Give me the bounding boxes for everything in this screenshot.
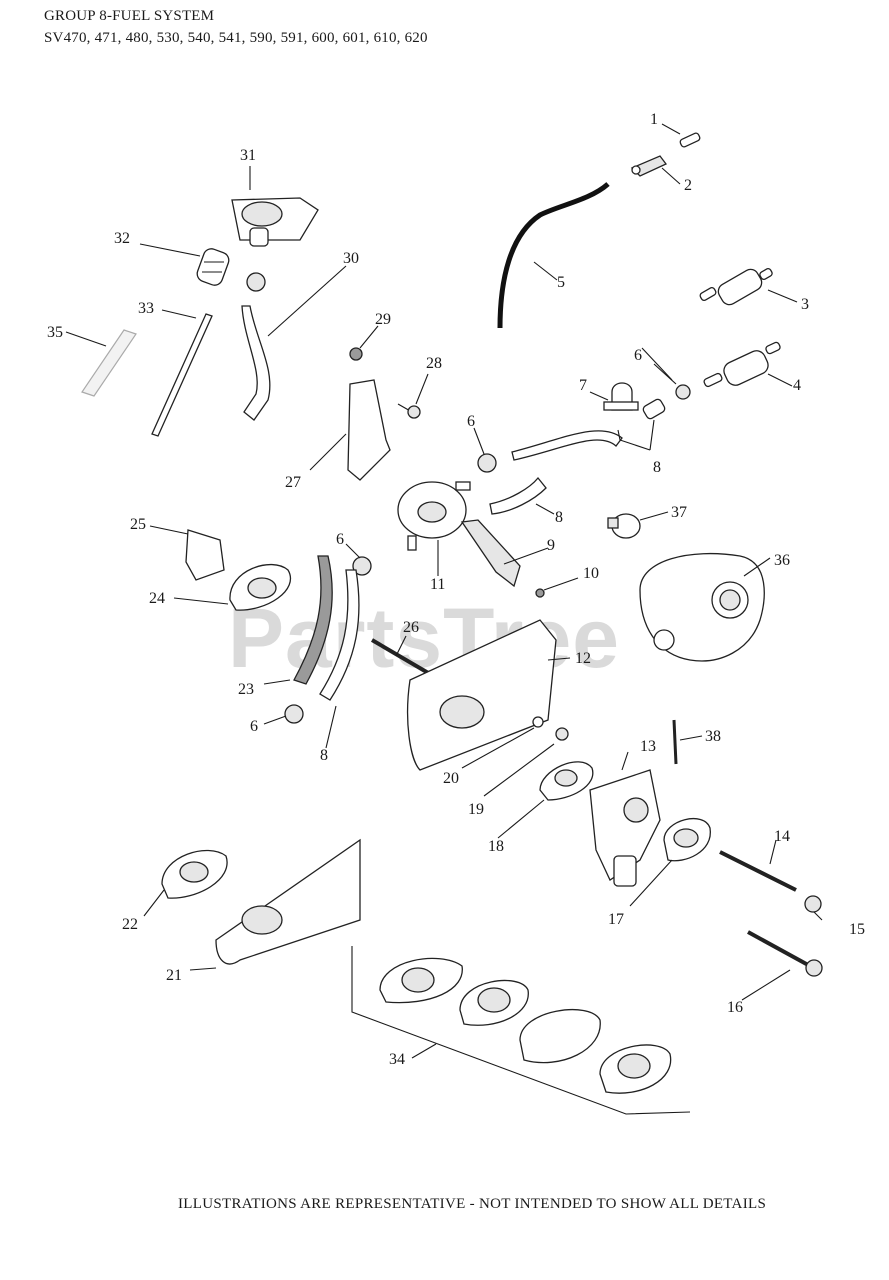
callout-15: 15 [849,921,865,938]
part-38-pin[interactable] [672,719,678,765]
part-20-washer[interactable] [532,716,544,728]
callout-4: 4 [793,377,801,394]
callout-6-b: 6 [467,413,475,430]
callout-5: 5 [557,274,565,291]
model-list: SV470, 471, 480, 530, 540, 541, 590, 591… [44,30,428,46]
callout-labels: 1 2 3 4 5 6 6 6 6 7 8 8 8 9 10 11 12 13 … [47,111,865,1068]
callout-7: 7 [579,377,587,394]
callout-30: 30 [343,250,359,267]
part-35-sleeve[interactable] [81,329,137,397]
part-6-clamp-e[interactable] [284,704,304,724]
callout-9: 9 [547,537,555,554]
callout-26: 26 [403,619,419,636]
part-27-bracket[interactable] [347,379,391,481]
part-8-hose-long[interactable] [511,430,623,461]
part-8-hose-short[interactable] [642,398,666,420]
part-36-carburetor-body[interactable] [639,553,765,662]
callout-17: 17 [608,911,624,928]
callout-8-b: 8 [555,509,563,526]
callout-34: 34 [389,1051,405,1068]
part-3-fuel-filter[interactable] [699,266,773,307]
callout-21: 21 [166,967,182,984]
callout-35: 35 [47,324,63,341]
callout-29: 29 [375,311,391,328]
part-2-fitting[interactable] [630,155,668,177]
callout-13: 13 [640,738,656,755]
callout-37: 37 [671,504,687,521]
callout-11: 11 [430,576,445,593]
callout-10: 10 [583,565,599,582]
part-33-tube[interactable] [151,313,213,437]
part-14-stud[interactable] [719,850,797,892]
callout-6-d: 6 [250,718,258,735]
part-5-fuel-line[interactable] [497,182,610,329]
part-12-air-intake[interactable] [406,619,557,771]
part-22-gasket[interactable] [161,849,228,899]
part-25-bracket[interactable] [185,529,225,581]
callout-36: 36 [774,552,790,569]
part-17-gasket[interactable] [663,818,711,862]
part-8-hose-pump[interactable] [489,476,547,515]
callout-25: 25 [130,516,146,533]
part-18-gasket[interactable] [539,761,594,801]
part-15-nut[interactable] [804,895,822,913]
callout-2: 2 [684,177,692,194]
part-9-bracket[interactable] [460,519,521,588]
part-29-screw[interactable] [349,347,363,361]
part-7-clip[interactable] [603,382,639,411]
callout-18: 18 [488,838,504,855]
part-26-stud[interactable] [370,638,432,676]
callout-8-c: 8 [320,747,328,764]
callout-12: 12 [575,650,591,667]
part-28-bolt[interactable] [397,403,421,419]
part-23-hose[interactable] [293,555,333,685]
callout-23: 23 [238,681,254,698]
part-6-clamp[interactable] [675,384,691,400]
callout-1: 1 [650,111,658,128]
part-21-intake[interactable] [215,838,361,965]
leader-lines [65,123,823,1059]
part-31-fuel-shutoff[interactable] [231,197,319,247]
part-37-clip[interactable] [607,513,641,539]
disclaimer-footer: ILLUSTRATIONS ARE REPRESENTATIVE - NOT I… [178,1196,767,1212]
part-19-screw[interactable] [555,727,569,741]
part-11-fuel-pump[interactable] [397,481,471,551]
part-8-hose-left[interactable] [319,569,360,701]
part-30-hose[interactable] [241,305,271,421]
group-title: GROUP 8-FUEL SYSTEM [44,8,215,24]
part-13-carburetor[interactable] [589,769,661,887]
callout-8-a: 8 [653,459,661,476]
callout-20: 20 [443,770,459,787]
part-16-bolt[interactable] [747,930,823,977]
callout-32: 32 [114,230,130,247]
callout-3: 3 [801,296,809,313]
part-6-clamp-c[interactable] [246,272,266,292]
part-32-filter-screen[interactable] [195,247,231,288]
callout-33: 33 [138,300,154,317]
part-10-screw[interactable] [535,588,545,598]
callout-19: 19 [468,801,484,818]
callout-27: 27 [285,474,301,491]
callout-24: 24 [149,590,165,607]
callout-6-a: 6 [634,347,642,364]
callout-14: 14 [774,828,790,845]
callout-38: 38 [705,728,721,745]
part-6-clamp-d[interactable] [352,556,372,576]
callout-31: 31 [240,147,256,164]
part-4-fuel-filter[interactable] [703,341,781,388]
callout-16: 16 [727,999,743,1016]
part-1-pin[interactable] [679,132,701,148]
part-24-gasket[interactable] [229,563,291,611]
callout-22: 22 [122,916,138,933]
callout-28: 28 [426,355,442,372]
callout-6-c: 6 [336,531,344,548]
part-6-clamp-b[interactable] [477,453,497,473]
part-34-gasket-kit[interactable] [351,946,691,1115]
